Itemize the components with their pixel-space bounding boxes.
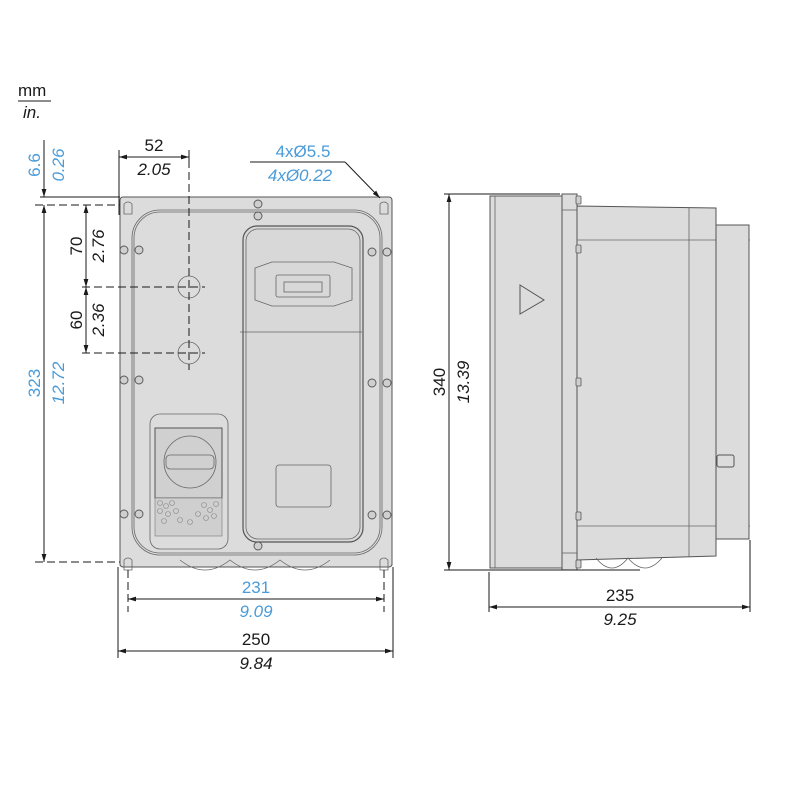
dim-9-25: 9.25 [603, 610, 637, 629]
mounting-slot [379, 557, 389, 571]
side-dimensions: 340 13.39 235 9.25 [430, 193, 751, 629]
dim-2-36: 2.36 [89, 303, 108, 338]
side-view [489, 193, 750, 571]
dim-holes-mm: 4xØ5.5 [276, 142, 331, 161]
mounting-slot [123, 557, 133, 571]
direction-arrow-icon [519, 284, 545, 315]
dim-231: 231 [242, 578, 270, 597]
dim-holes-in: 4xØ0.22 [268, 166, 333, 185]
dim-9-84: 9.84 [239, 654, 272, 673]
switch-knob-icon [163, 435, 217, 489]
dim-2-05: 2.05 [136, 160, 171, 179]
label-area [275, 464, 332, 508]
dim-235: 235 [606, 586, 634, 605]
display-window-icon [254, 261, 353, 307]
dim-2-76: 2.76 [89, 229, 108, 264]
units-legend: mm in. [18, 81, 51, 122]
cover-panel [242, 225, 364, 543]
side-cover [489, 195, 563, 569]
dim-70: 70 [67, 237, 86, 256]
dim-6-6: 6.6 [25, 153, 44, 177]
front-dimensions: 52 2.05 4xØ5.5 4xØ0.22 6.6 0.26 323 12.7… [25, 136, 394, 673]
dim-340: 340 [430, 368, 449, 396]
side-flange [561, 193, 578, 571]
dim-9-09: 9.09 [239, 602, 273, 621]
front-view [119, 160, 393, 571]
side-knob [716, 454, 735, 468]
dim-60: 60 [67, 311, 86, 330]
mounting-slot [123, 201, 133, 215]
unit-mm: mm [18, 81, 46, 100]
side-body [576, 205, 717, 561]
dim-0-26: 0.26 [49, 148, 68, 182]
switch-module [149, 413, 229, 550]
dim-323: 323 [25, 369, 44, 397]
mounting-slot [379, 201, 389, 215]
dim-13-39: 13.39 [454, 360, 473, 403]
unit-in: in. [23, 103, 41, 122]
screws [119, 199, 392, 551]
dim-52: 52 [145, 136, 164, 155]
dim-250: 250 [242, 630, 270, 649]
dim-12-72: 12.72 [49, 361, 68, 404]
side-rear [715, 224, 750, 540]
